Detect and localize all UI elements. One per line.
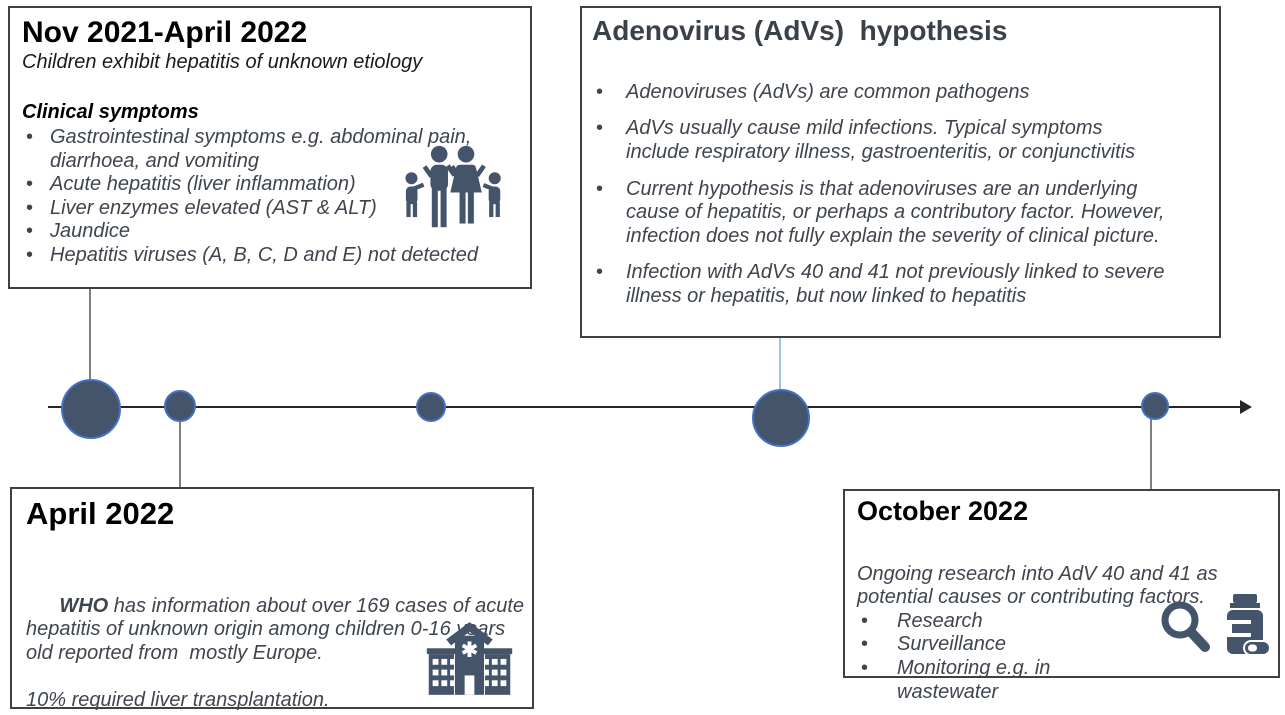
magnifier-icon [1161,601,1210,652]
connector-nov2021 [89,289,91,380]
timeline-marker-mid [416,392,446,422]
event-box-nov2021: Nov 2021-April 2022 Children exhibit hep… [8,6,532,289]
event-title-april2022: April 2022 [26,496,175,531]
magnifier-shapes [1161,601,1210,652]
adenovirus-points-list: Adenoviruses (AdVs) are common pathogens… [592,81,1170,309]
timeline-marker-nov2021 [61,379,121,439]
event-title-adenovirus: Adenovirus (AdVs) hypothesis [592,15,1008,46]
event-box-october2022: October 2022 Ongoing research into AdV 4… [843,489,1280,703]
event-title-nov2021: Nov 2021-April 2022 [22,16,308,49]
family-icon [405,145,501,228]
list-item: Infection with AdVs 40 and 41 not previo… [592,261,1170,308]
family-icon-shapes [405,145,501,228]
list-item: Acute hepatitis (liver inflammation) [22,173,492,197]
hospital-icon-details [432,641,507,695]
connector-adenovirus [779,338,781,390]
list-item: AdVs usually cause mild infections. Typi… [592,117,1170,164]
capsule-shape [1243,640,1269,656]
event-title-october2022: October 2022 [857,496,1029,526]
clinical-symptoms-heading: Clinical symptoms [22,101,199,123]
list-item: Hepatitis viruses (A, B, C, D and E) not… [22,244,492,268]
list-item: Liver enzymes elevated (AST & ALT) [22,197,492,221]
pill-bottle-label [1227,620,1251,637]
timeline-marker-adenovirus [752,389,810,447]
april2022-body-text: has information about over 169 cases of … [26,594,530,664]
clinical-symptoms-list: Gastrointestinal symptoms e.g. abdominal… [22,126,492,268]
timeline-axis [48,406,1244,408]
october2022-intro: Ongoing research into AdV 40 and 41 as p… [857,562,1218,609]
timeline-marker-october2022 [1141,392,1169,420]
event-box-adenovirus-hypothesis: Adenovirus (AdVs) hypothesis Adenoviruse… [580,6,1221,338]
list-item: Adenoviruses (AdVs) are common pathogens [592,81,1170,105]
who-label: WHO [59,594,109,617]
april2022-body-line2: 10% required liver transplantation. [26,689,330,712]
october2022-list: Research Surveillance Monitoring e.g. in… [857,610,1157,704]
connector-october2022 [1150,419,1152,489]
list-item: Surveillance [857,633,1157,657]
timeline-marker-april2022 [164,390,196,422]
connector-april2022 [179,421,181,487]
april2022-body: WHO has information about over 169 cases… [26,571,526,715]
list-item: Current hypothesis is that adenoviruses … [592,178,1170,249]
list-item: Research [857,610,1157,634]
timeline-arrowhead-icon [1240,400,1252,414]
hospital-icon [426,622,513,695]
list-item: Jaundice [22,220,492,244]
pill-bottle-icon [1227,594,1269,656]
list-item: Gastrointestinal symptoms e.g. abdominal… [22,126,492,173]
event-subtitle-nov2021: Children exhibit hepatitis of unknown et… [22,51,423,73]
list-item: Monitoring e.g. in wastewater [857,657,1157,704]
